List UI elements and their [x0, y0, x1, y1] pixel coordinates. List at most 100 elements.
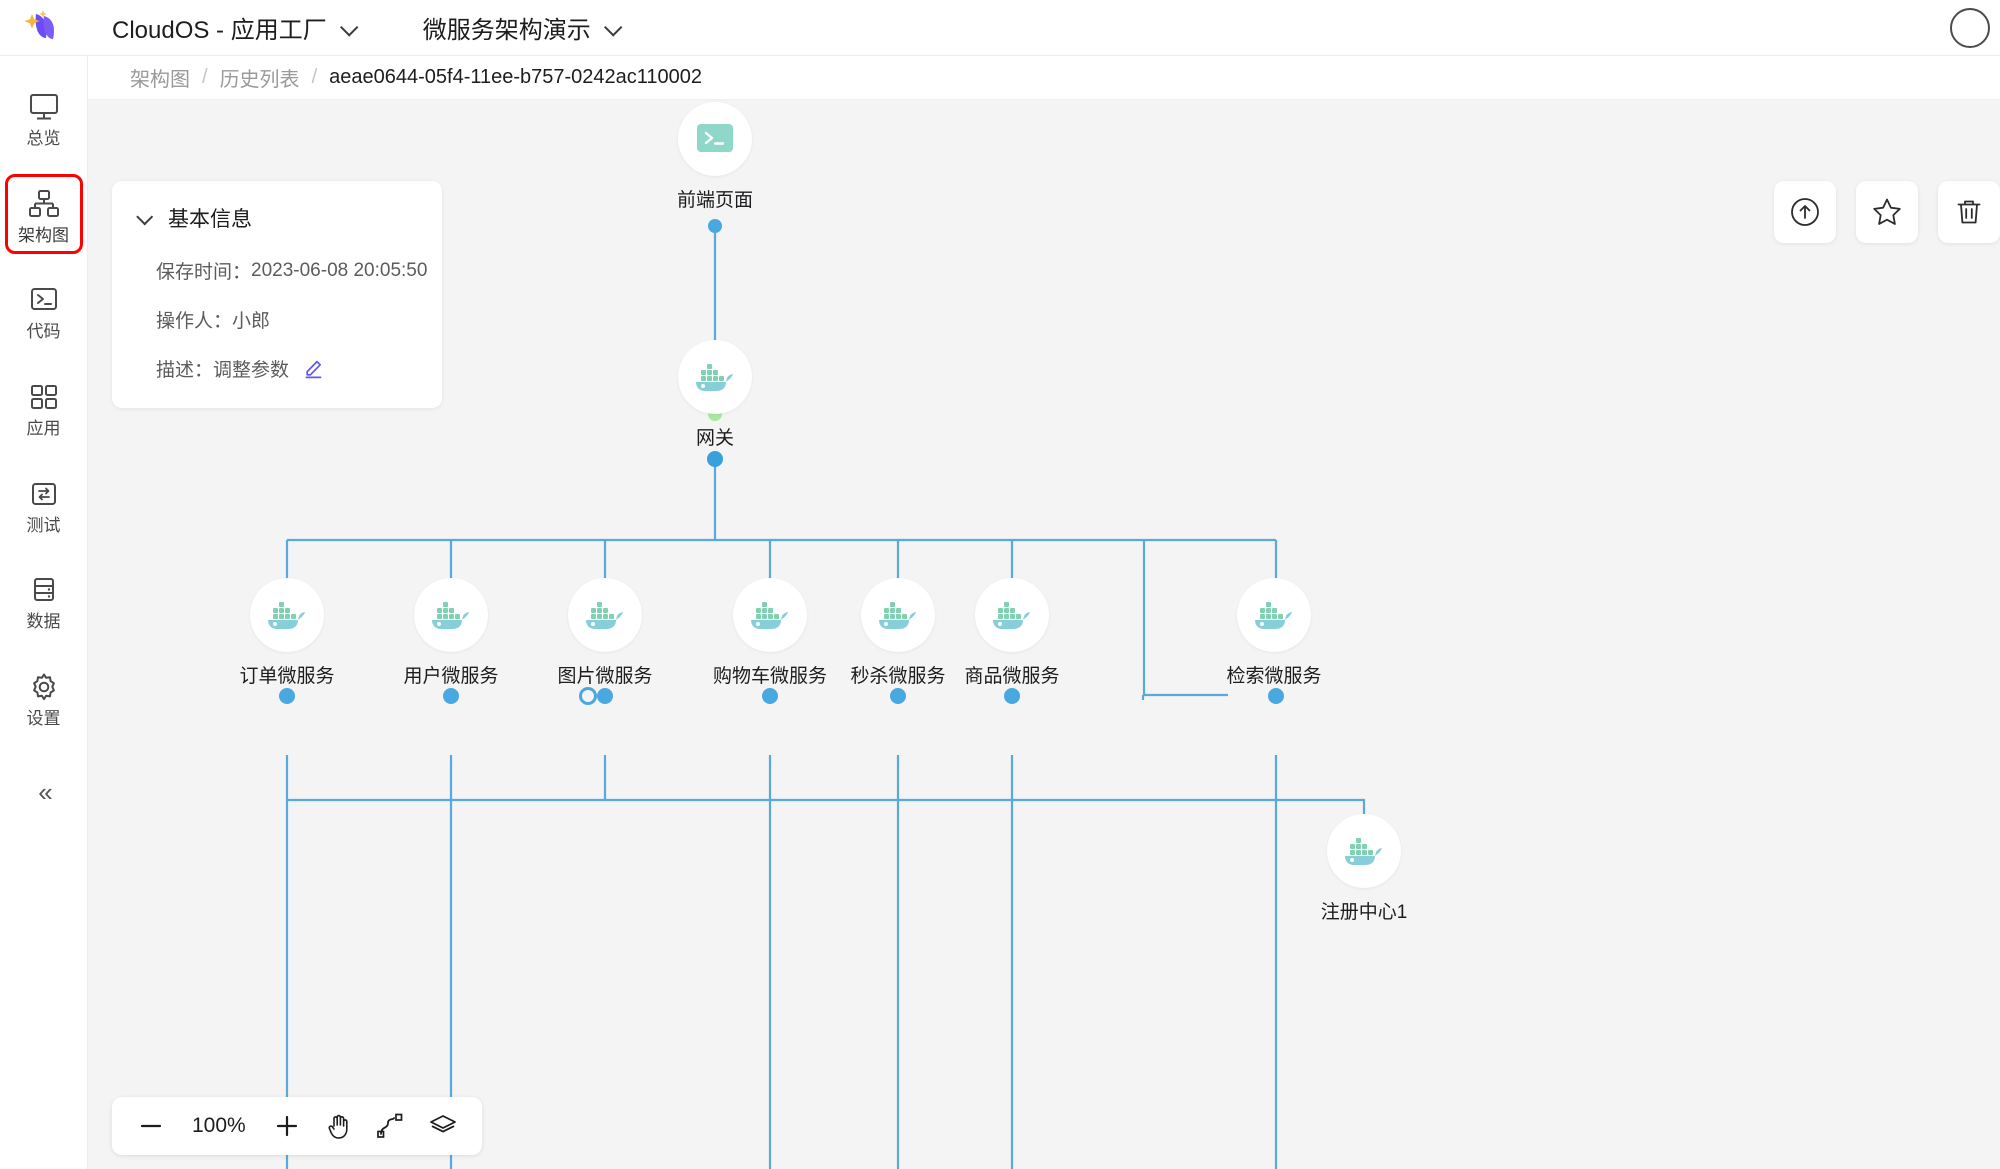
node-icon-wrap — [861, 578, 935, 652]
node-icon-wrap — [1327, 814, 1401, 888]
node-icon-wrap — [733, 578, 807, 652]
pan-tool-button[interactable] — [316, 1103, 362, 1149]
sidebar-item-architecture[interactable]: 架构图 — [4, 173, 83, 255]
node-label: 秒杀微服务 — [850, 666, 946, 687]
node-label: 检索微服务 — [1226, 666, 1322, 687]
chevron-down-icon — [138, 213, 152, 223]
sidebar-item-label: 应用 — [26, 419, 61, 439]
sidebar-item-code[interactable]: 代码 — [8, 273, 80, 348]
node-label: 注册中心1 — [1320, 902, 1408, 923]
graph-node-product[interactable]: 商品微服务 — [948, 578, 1076, 688]
port-out — [707, 451, 723, 467]
docker-whale-icon — [586, 602, 623, 629]
content-area: 架构图 / 历史列表 / aeae0644-05f4-11ee-b757-024… — [88, 56, 2000, 1169]
graph-node-image[interactable]: 图片微服务 — [541, 578, 669, 688]
docker-whale-icon — [268, 602, 305, 629]
breadcrumb: 架构图 / 历史列表 / aeae0644-05f4-11ee-b757-024… — [88, 56, 2000, 100]
graph-edges — [285, 226, 1366, 1169]
terminal-icon — [27, 283, 61, 317]
breadcrumb-separator: / — [311, 66, 318, 88]
top-bar-right — [1950, 0, 2000, 56]
upload-circle-icon — [1791, 198, 1819, 226]
node-icon-wrap — [678, 340, 752, 414]
sidebar-item-settings[interactable]: 设置 — [8, 660, 80, 735]
zoom-in-button[interactable] — [264, 1103, 310, 1149]
sidebar-item-test[interactable]: 测试 — [8, 467, 80, 542]
description-value: 调整参数 — [213, 360, 290, 381]
node-icon-wrap — [678, 102, 752, 176]
zoom-level[interactable]: 100% — [192, 1114, 246, 1137]
description-label: 描述： — [156, 360, 214, 381]
description-row: 描述： 调整参数 — [112, 355, 442, 382]
node-label: 用户微服务 — [403, 666, 499, 687]
restore-version-button[interactable] — [1774, 181, 1836, 243]
save-time-row: 保存时间： 2023-06-08 20:05:50 — [112, 257, 442, 284]
sidebar-item-label: 设置 — [26, 709, 61, 729]
operator-value: 小郎 — [232, 311, 271, 332]
sidebar-item-data[interactable]: 数据 — [8, 563, 80, 638]
graph-node-cart[interactable]: 购物车微服务 — [706, 578, 834, 688]
docker-whale-icon — [879, 602, 916, 629]
node-label: 订单微服务 — [239, 666, 335, 687]
graph-node-user[interactable]: 用户微服务 — [387, 578, 515, 688]
project-menu-label: 微服务架构演示 — [422, 17, 591, 44]
node-icon-wrap — [1237, 578, 1311, 652]
pencil-edit-icon[interactable] — [303, 359, 323, 379]
basic-info-card: 基本信息 保存时间： 2023-06-08 20:05:50 操作人： 小郎 描… — [112, 181, 442, 408]
refresh-test-icon — [27, 477, 61, 511]
docker-whale-icon — [432, 602, 469, 629]
sidebar-item-label: 数据 — [26, 612, 61, 632]
breadcrumb-parent[interactable]: 历史列表 — [219, 69, 300, 91]
minus-icon — [140, 1124, 162, 1128]
canvas-toolbar: 100% — [112, 1097, 482, 1155]
sidebar-item-label: 测试 — [26, 515, 61, 535]
favorite-button[interactable] — [1856, 181, 1918, 243]
chevron-down-icon — [341, 23, 357, 32]
architecture-canvas[interactable]: 前端页面 — [88, 100, 2000, 1169]
terminal-window-icon — [697, 124, 733, 152]
graph-node-gateway[interactable]: 网关 — [651, 340, 779, 450]
node-label: 前端页面 — [676, 190, 753, 211]
node-label: 网关 — [695, 428, 734, 449]
docker-whale-icon — [1345, 838, 1382, 865]
star-icon — [1873, 198, 1901, 225]
breadcrumb-current: aeae0644-05f4-11ee-b757-0242ac110002 — [329, 66, 703, 88]
product-menu[interactable]: CloudOS - 应用工厂 — [112, 0, 357, 56]
graph-node-search[interactable]: 检索微服务 — [1210, 578, 1338, 688]
graph-node-registry[interactable]: 注册中心1 — [1300, 814, 1428, 924]
layers-icon — [429, 1115, 456, 1133]
node-label: 商品微服务 — [964, 666, 1060, 687]
sidebar-item-overview[interactable]: 总览 — [8, 80, 80, 155]
double-chevron-left-icon: « — [38, 776, 53, 807]
node-icon-wrap — [975, 578, 1049, 652]
sidebar-collapse-button[interactable]: « — [8, 769, 80, 815]
basic-info-header[interactable]: 基本信息 — [112, 203, 442, 233]
graph-node-frontend[interactable]: 前端页面 — [651, 102, 779, 212]
top-bar: CloudOS - 应用工厂 微服务架构演示 — [0, 0, 2000, 56]
node-label: 购物车微服务 — [712, 666, 827, 687]
save-time-value: 2023-06-08 20:05:50 — [251, 259, 428, 281]
sidebar-item-label: 总览 — [26, 129, 61, 148]
graph-node-seckill[interactable]: 秒杀微服务 — [834, 578, 962, 688]
delete-button[interactable] — [1938, 181, 2000, 243]
node-icon-wrap — [568, 578, 642, 652]
app-logo[interactable] — [0, 8, 88, 48]
monitor-icon — [27, 90, 61, 124]
layers-button[interactable] — [420, 1103, 466, 1149]
gear-icon — [27, 670, 61, 704]
breadcrumb-root[interactable]: 架构图 — [130, 69, 190, 91]
edge-style-button[interactable] — [368, 1103, 414, 1149]
database-icon — [27, 573, 61, 607]
operator-label: 操作人： — [156, 311, 233, 332]
zoom-out-button[interactable] — [128, 1103, 174, 1149]
project-menu[interactable]: 微服务架构演示 — [423, 0, 621, 56]
sidebar-item-applications[interactable]: 应用 — [8, 370, 80, 445]
sparkle-logo-icon — [24, 9, 54, 39]
node-label: 图片微服务 — [557, 666, 653, 687]
plus-icon — [276, 1115, 297, 1137]
sidebar-item-label: 架构图 — [18, 225, 69, 245]
user-avatar-icon[interactable] — [1950, 8, 1990, 48]
graph-node-order[interactable]: 订单微服务 — [223, 578, 351, 688]
chevron-down-icon — [605, 23, 621, 32]
